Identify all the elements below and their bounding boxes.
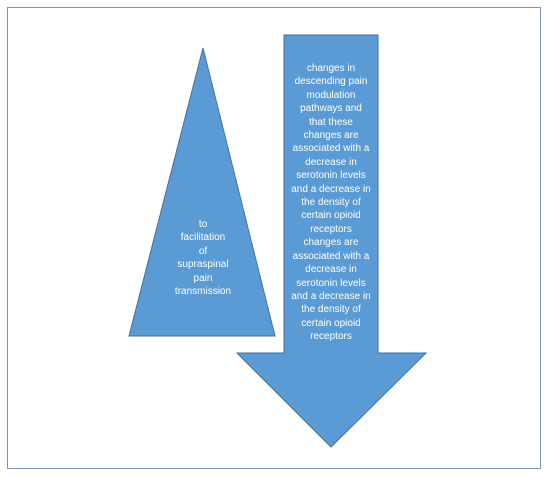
triangle-label-line: supraspinal	[177, 259, 229, 271]
arrow-label-line: modulation	[306, 89, 356, 101]
diagram-frame	[7, 7, 541, 469]
arrow-label-line: receptors	[310, 223, 352, 235]
arrow-label-line: and a decrease in	[291, 290, 371, 302]
arrow-label-line: receptors	[310, 331, 352, 343]
arrow-label-line: serotonin levels	[296, 277, 366, 289]
arrow-label-line: decrease in	[305, 156, 357, 168]
arrow-label-line: certain opioid	[301, 317, 361, 329]
down-arrow-shape	[235, 34, 428, 448]
arrow-label-line: associated with a	[292, 250, 370, 262]
arrow-label-line: descending pain	[294, 76, 368, 88]
triangle-label-line: pain	[193, 272, 213, 284]
arrow-label-line: the density of	[301, 197, 361, 209]
arrow-label-line: the density of	[301, 304, 361, 316]
arrow-label-line: changes in	[306, 63, 356, 74]
arrow-label-line: changes are	[303, 237, 359, 249]
triangle-label-line: of	[198, 245, 208, 257]
arrow-label-line: serotonin levels	[296, 170, 366, 182]
up-triangle-shape	[128, 47, 276, 337]
triangle-label-line: transmission	[174, 286, 232, 298]
arrow-label: changes in descending pain modulation pa…	[281, 62, 381, 344]
arrow-label-line: associated with a	[292, 143, 370, 155]
arrow-label-line: changes are	[303, 130, 359, 142]
arrow-label-line: and a decrease in	[291, 183, 371, 195]
arrow-label-line: pathways and	[300, 103, 362, 115]
arrow-label-line: certain opioid	[301, 210, 361, 222]
triangle-label: to facilitation of supraspinal pain tran…	[158, 218, 248, 298]
triangle-label-line: to	[198, 219, 208, 230]
triangle-label-line: facilitation	[180, 232, 226, 244]
arrow-label-line: that these	[309, 116, 353, 128]
arrow-label-line: decrease in	[305, 264, 357, 276]
